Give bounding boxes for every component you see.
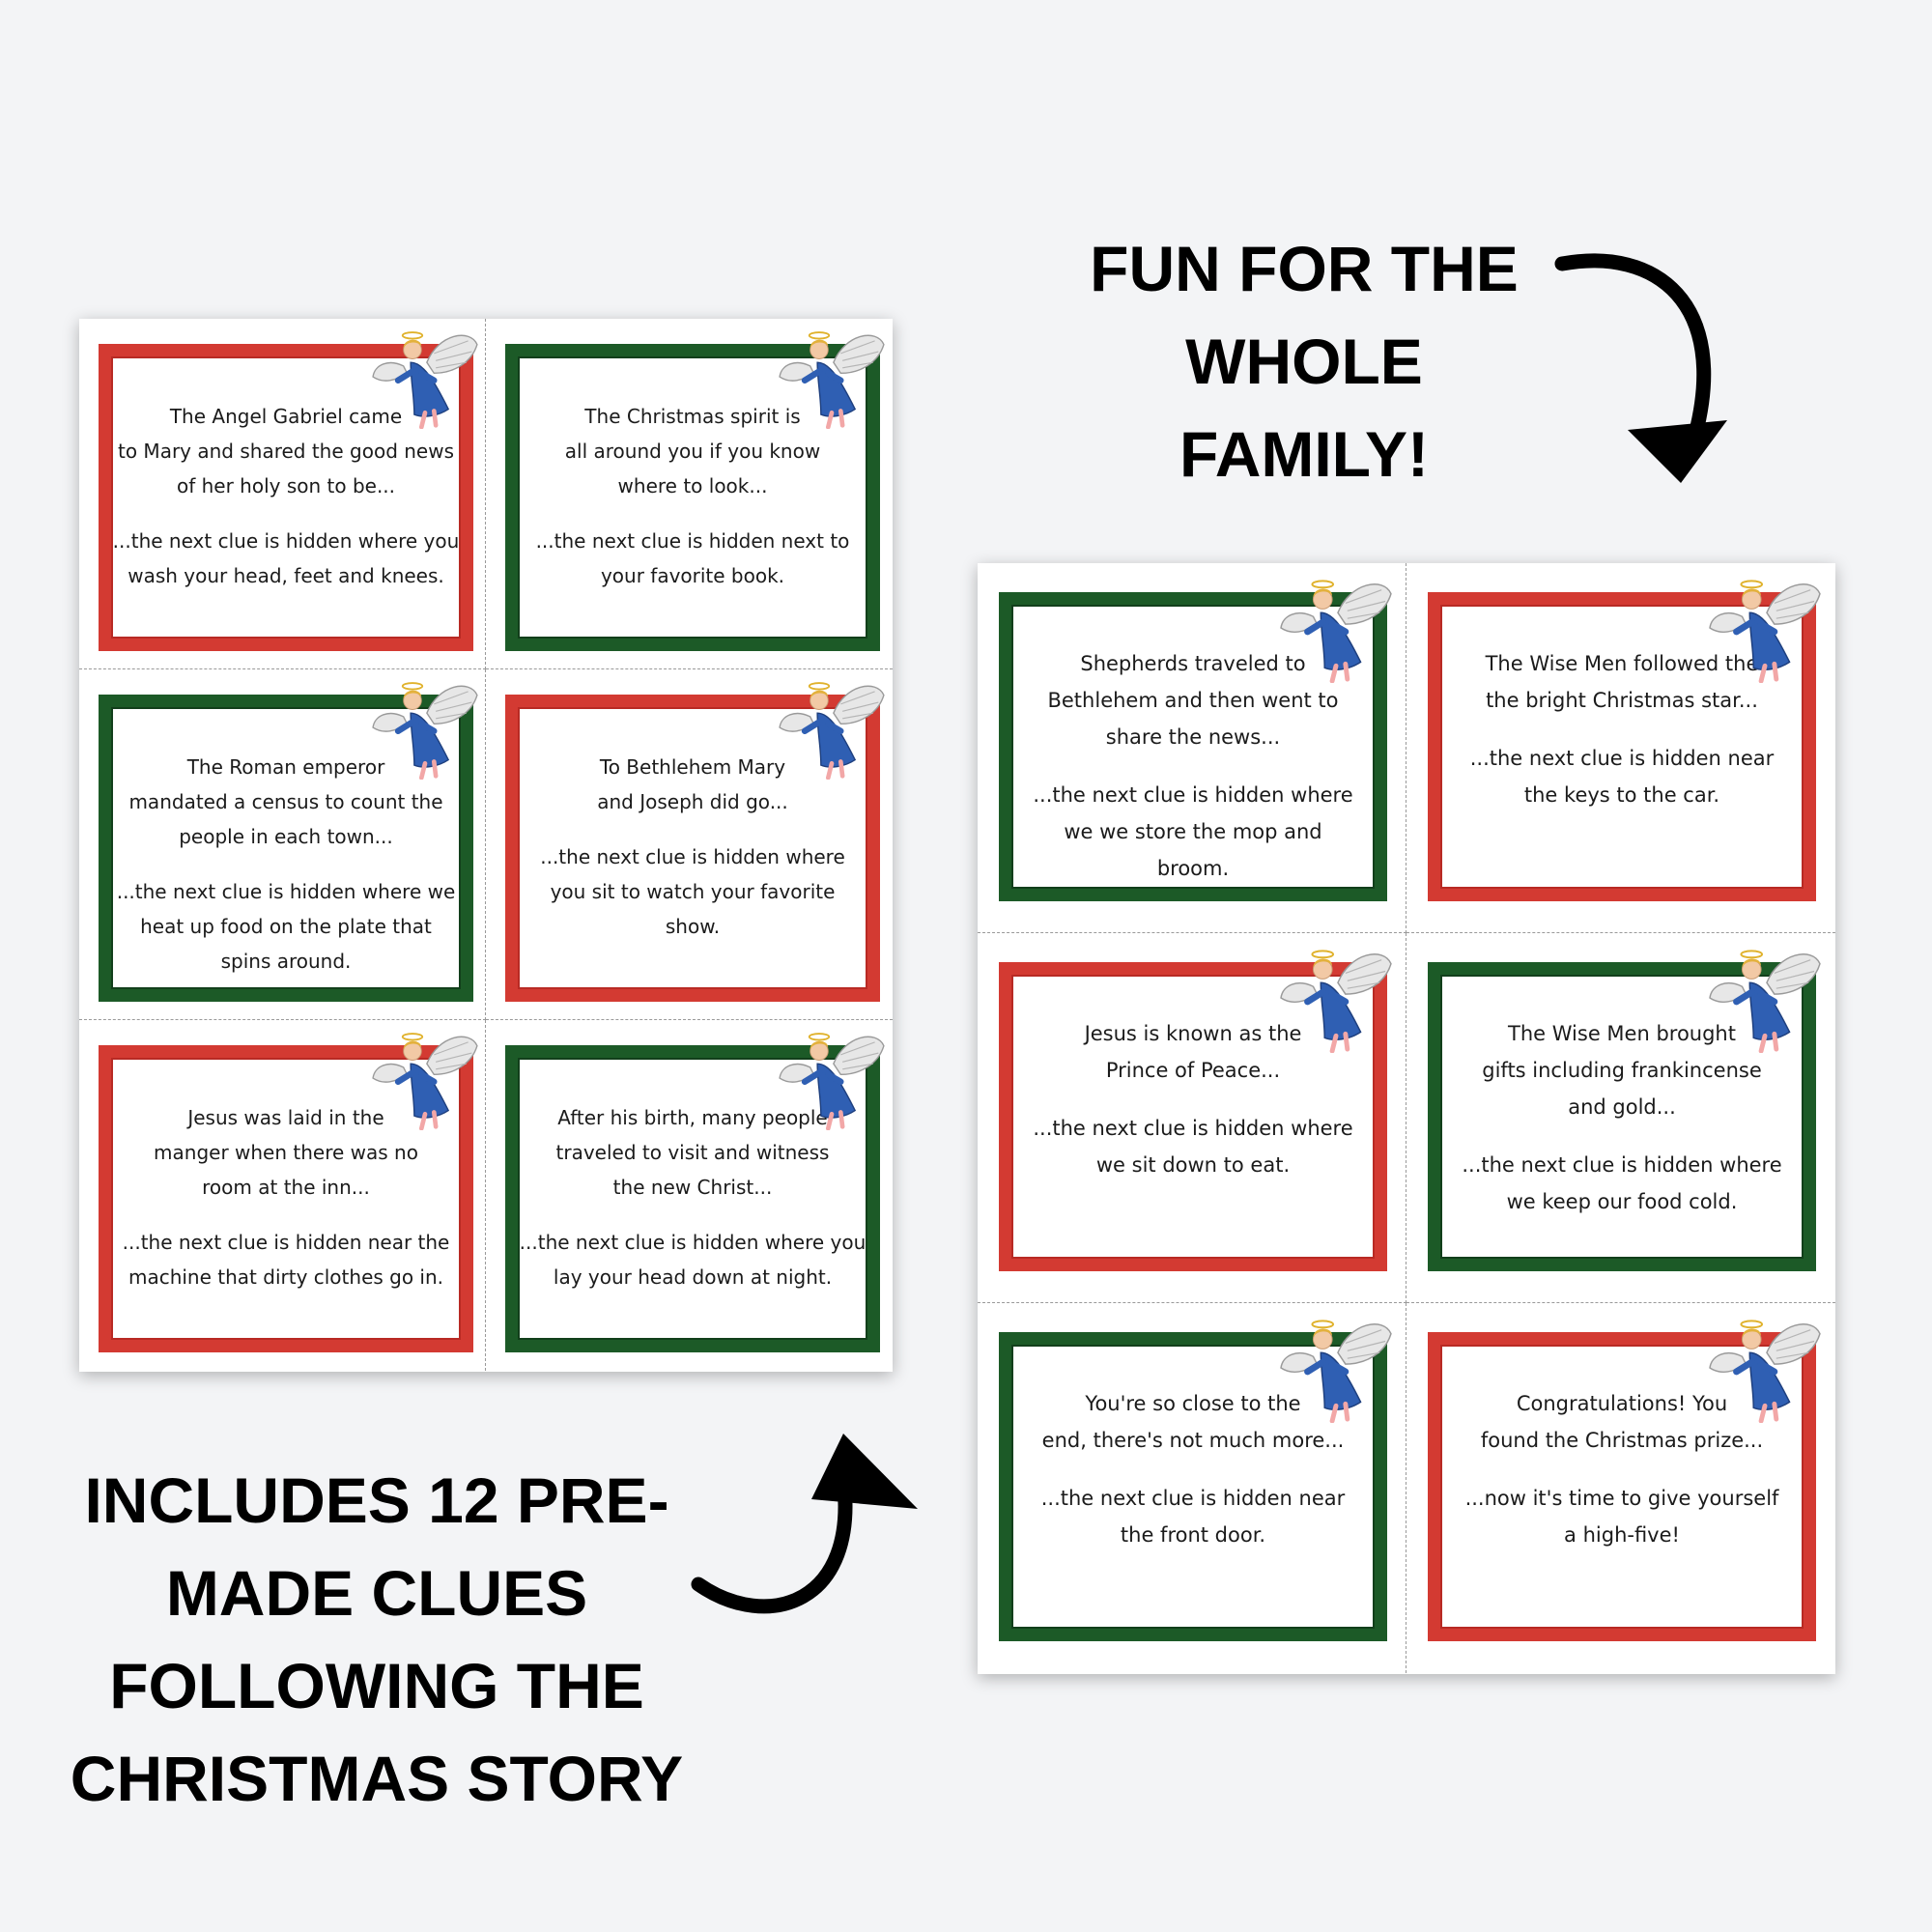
clue-sheet-left: The Angel Gabriel came to Mary and share… xyxy=(79,319,893,1372)
angel-icon xyxy=(371,1028,479,1135)
angel-icon xyxy=(1279,575,1393,688)
clue-text: You're so close to the end, there's not … xyxy=(1011,1385,1375,1553)
clue-card-cell: Shepherds traveled to Bethlehem and then… xyxy=(978,563,1406,933)
clue-story-line: The Roman emperor mandated a census to c… xyxy=(128,755,443,848)
clue-text: Shepherds traveled to Bethlehem and then… xyxy=(1011,645,1375,887)
clue-text: Jesus was laid in the manger when there … xyxy=(111,1100,461,1294)
clue-story-line: You're so close to the end, there's not … xyxy=(1041,1392,1345,1452)
clue-card-cell: The Wise Men followed the the bright Chr… xyxy=(1406,563,1835,933)
clue-story-line: The Christmas spirit is all around you i… xyxy=(564,405,821,497)
clue-text: Jesus is known as the Prince of Peace...… xyxy=(1011,1015,1375,1183)
angel-icon xyxy=(1279,1315,1393,1428)
clue-card-cell: The Roman emperor mandated a census to c… xyxy=(79,669,486,1020)
clue-hiding-spot: ...the next clue is hidden near the mach… xyxy=(122,1231,450,1289)
clue-hiding-spot: ...the next clue is hidden where we we s… xyxy=(1033,783,1353,881)
angel-icon xyxy=(778,1028,886,1135)
clue-card-cell: To Bethlehem Mary and Joseph did go.....… xyxy=(486,669,893,1020)
clue-card-cell: The Wise Men brought gifts including fra… xyxy=(1406,933,1835,1303)
clue-card-cell: You're so close to the end, there's not … xyxy=(978,1303,1406,1673)
clue-card-cell: Jesus is known as the Prince of Peace...… xyxy=(978,933,1406,1303)
angel-icon xyxy=(778,677,886,784)
angel-icon xyxy=(371,327,479,434)
clue-hiding-spot: ...the next clue is hidden near the fron… xyxy=(1040,1487,1346,1548)
angel-icon xyxy=(371,677,479,784)
clue-text: The Wise Men brought gifts including fra… xyxy=(1440,1015,1804,1220)
clue-card-cell: After his birth, many people traveled to… xyxy=(486,1020,893,1371)
clue-story-line: After his birth, many people traveled to… xyxy=(555,1106,830,1199)
clue-story-line: Jesus is known as the Prince of Peace... xyxy=(1084,1022,1302,1082)
clue-card-cell: The Christmas spirit is all around you i… xyxy=(486,319,893,669)
curved-arrow-icon xyxy=(691,1434,918,1614)
clue-story-line: The Wise Men followed the the bright Chr… xyxy=(1485,652,1759,712)
clue-story-line: To Bethlehem Mary and Joseph did go... xyxy=(597,755,788,813)
clue-card: After his birth, many people traveled to… xyxy=(505,1045,880,1352)
clue-text: The Angel Gabriel came to Mary and share… xyxy=(111,399,461,593)
angel-icon xyxy=(1279,945,1393,1058)
clue-story-line: Congratulations! You found the Christmas… xyxy=(1480,1392,1764,1452)
clue-hiding-spot: ...the next clue is hidden where you was… xyxy=(112,529,460,587)
headline-fun-for-family: FUN FOR THE WHOLE FAMILY! xyxy=(1090,233,1519,490)
clue-text: The Christmas spirit is all around you i… xyxy=(518,399,867,593)
clue-hiding-spot: ...the next clue is hidden where we heat… xyxy=(116,880,456,973)
headline-includes-clues: INCLUDES 12 PRE- MADE CLUES FOLLOWING TH… xyxy=(70,1464,684,1814)
clue-hiding-spot: ...the next clue is hidden where you lay… xyxy=(519,1231,867,1289)
clue-text: To Bethlehem Mary and Joseph did go.....… xyxy=(518,750,867,944)
clue-story-line: The Wise Men brought gifts including fra… xyxy=(1482,1022,1762,1119)
clue-text: After his birth, many people traveled to… xyxy=(518,1100,867,1294)
clue-hiding-spot: ...the next clue is hidden next to your … xyxy=(535,529,850,587)
clue-card: The Roman emperor mandated a census to c… xyxy=(99,695,473,1002)
curved-arrow-icon xyxy=(1554,253,1727,483)
clue-card-cell: Jesus was laid in the manger when there … xyxy=(79,1020,486,1371)
clue-text: Congratulations! You found the Christmas… xyxy=(1440,1385,1804,1553)
clue-card: The Christmas spirit is all around you i… xyxy=(505,344,880,651)
clue-story-line: Shepherds traveled to Bethlehem and then… xyxy=(1047,652,1339,749)
angel-icon xyxy=(1708,575,1822,688)
clue-hiding-spot: ...now it's time to give yourself a high… xyxy=(1464,1487,1779,1548)
clue-card: Jesus was laid in the manger when there … xyxy=(99,1045,473,1352)
clue-hiding-spot: ...the next clue is hidden where you sit… xyxy=(540,845,845,938)
clue-text: The Roman emperor mandated a census to c… xyxy=(111,750,461,979)
clue-text: The Wise Men followed the the bright Chr… xyxy=(1440,645,1804,813)
clue-card: The Angel Gabriel came to Mary and share… xyxy=(99,344,473,651)
clue-card-cell: The Angel Gabriel came to Mary and share… xyxy=(79,319,486,669)
clue-hiding-spot: ...the next clue is hidden near the keys… xyxy=(1469,747,1775,808)
clue-story-line: Jesus was laid in the manger when there … xyxy=(154,1106,418,1199)
angel-icon xyxy=(778,327,886,434)
clue-sheet-right: Shepherds traveled to Bethlehem and then… xyxy=(978,563,1835,1674)
clue-card: To Bethlehem Mary and Joseph did go.....… xyxy=(505,695,880,1002)
angel-icon xyxy=(1708,1315,1822,1428)
clue-hiding-spot: ...the next clue is hidden where we sit … xyxy=(1033,1117,1353,1178)
clue-hiding-spot: ...the next clue is hidden where we keep… xyxy=(1462,1153,1782,1214)
clue-card-cell: Congratulations! You found the Christmas… xyxy=(1406,1303,1835,1673)
clue-story-line: The Angel Gabriel came to Mary and share… xyxy=(118,405,454,497)
angel-icon xyxy=(1708,945,1822,1058)
